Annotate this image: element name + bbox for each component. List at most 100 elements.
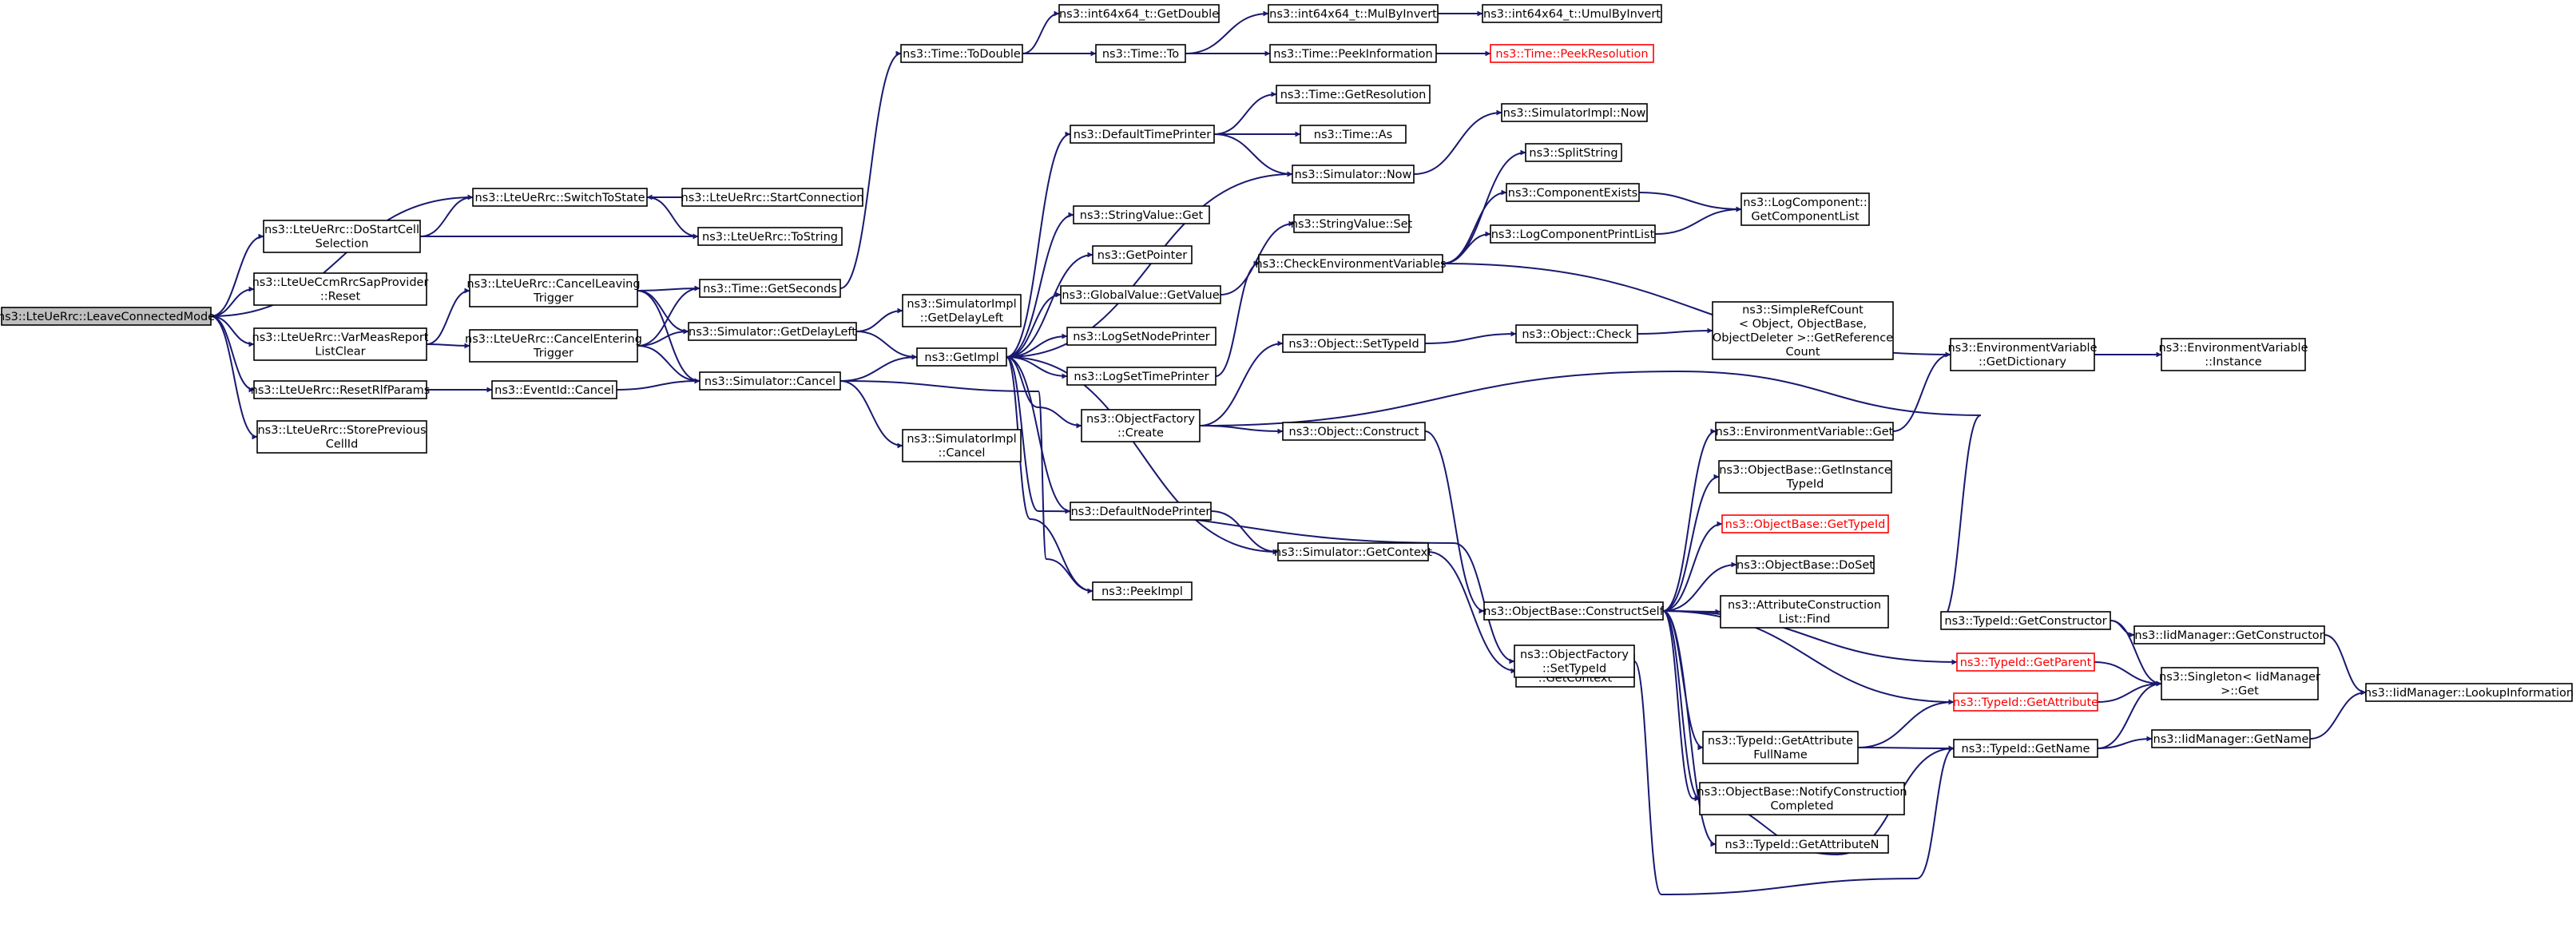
node-getcomplist[interactable]: ns3::LogComponent::GetComponentList: [1740, 192, 1870, 226]
node-box[interactable]: [253, 272, 427, 306]
node-implcancel[interactable]: ns3::SimulatorImpl::Cancel: [902, 429, 1022, 462]
node-box[interactable]: [1092, 245, 1193, 264]
node-splitstring[interactable]: ns3::SplitString: [1525, 143, 1622, 162]
node-tostring[interactable]: ns3::LteUeRrc::ToString: [697, 227, 843, 246]
node-obconstructself[interactable]: ns3::ObjectBase::ConstructSelf: [1483, 601, 1665, 621]
node-box[interactable]: [469, 329, 638, 363]
node-umulbyinvert[interactable]: ns3::int64x64_t::UmulByInvert: [1482, 4, 1662, 23]
node-root[interactable]: ns3::LteUeRrc::LeaveConnectedMode: [0, 307, 215, 326]
node-obnotify[interactable]: ns3::ObjectBase::NotifyConstructionCompl…: [1697, 782, 1907, 815]
node-simnow[interactable]: ns3::Simulator::Now: [1292, 165, 1415, 184]
node-box[interactable]: [1070, 502, 1212, 521]
node-compexists[interactable]: ns3::ComponentExists: [1506, 183, 1640, 202]
node-box[interactable]: [2133, 625, 2325, 645]
node-box[interactable]: [1702, 731, 1859, 764]
node-eventcancel[interactable]: ns3::EventId::Cancel: [491, 380, 617, 399]
node-box[interactable]: [1490, 44, 1654, 63]
node-box[interactable]: [1292, 165, 1415, 184]
node-strvalset[interactable]: ns3::StringValue::Set: [1291, 214, 1413, 233]
node-simcancel[interactable]: ns3::Simulator::Cancel: [699, 371, 841, 391]
node-getresolution[interactable]: ns3::Time::GetResolution: [1276, 85, 1431, 104]
node-box[interactable]: [688, 322, 857, 341]
node-tidgetattribute[interactable]: ns3::TypeId::GetAttribute: [1953, 692, 2098, 712]
node-box[interactable]: [1506, 183, 1640, 202]
node-box[interactable]: [1718, 460, 1892, 494]
node-logsettime[interactable]: ns3::LogSetTimePrinter: [1066, 367, 1217, 386]
node-timeas[interactable]: ns3::Time::As: [1300, 125, 1407, 144]
node-box[interactable]: [697, 227, 843, 246]
node-box[interactable]: [469, 274, 638, 307]
node-defnodeprinter[interactable]: ns3::DefaultNodePrinter: [1070, 502, 1212, 521]
node-getattrn[interactable]: ns3::TypeId::GetAttributeN: [1715, 835, 1889, 854]
node-tidgetconstructor[interactable]: ns3::TypeId::GetConstructor: [1940, 611, 2111, 630]
node-box[interactable]: [253, 327, 427, 361]
node-timeto[interactable]: ns3::Time::To: [1095, 44, 1186, 63]
node-peekimpl[interactable]: ns3::PeekImpl: [1092, 581, 1193, 601]
node-peekres[interactable]: ns3::Time::PeekResolution: [1490, 44, 1654, 63]
node-iidlookup[interactable]: ns3::IidManager::LookupInformation: [2364, 683, 2574, 702]
node-peekinfo[interactable]: ns3::Time::PeekInformation: [1269, 44, 1437, 63]
node-objsettypeid[interactable]: ns3::Object::SetTypeId: [1282, 334, 1426, 353]
node-iidgetconstructor[interactable]: ns3::IidManager::GetConstructor: [2133, 625, 2325, 645]
node-box[interactable]: [1268, 4, 1439, 23]
node-obdoset[interactable]: ns3::ObjectBase::DoSet: [1736, 555, 1875, 574]
node-box[interactable]: [263, 220, 421, 253]
node-getimpl[interactable]: ns3::GetImpl: [916, 347, 1007, 367]
node-box[interactable]: [1293, 214, 1410, 233]
node-todouble[interactable]: ns3::Time::ToDouble: [900, 44, 1023, 63]
node-i64getdouble[interactable]: ns3::int64x64_t::GetDouble: [1058, 4, 1220, 23]
node-box[interactable]: [902, 429, 1022, 462]
node-getpointer[interactable]: ns3::GetPointer: [1092, 245, 1193, 264]
node-box[interactable]: [1277, 542, 1429, 561]
node-box[interactable]: [1950, 338, 2095, 371]
node-box[interactable]: [1715, 422, 1894, 441]
node-resetrlf[interactable]: ns3::LteUeRrc::ResetRlfParams: [251, 380, 431, 399]
node-tidgetparent[interactable]: ns3::TypeId::GetParent: [1956, 652, 2095, 672]
node-box[interactable]: [2161, 338, 2306, 371]
node-box[interactable]: [1956, 652, 2095, 672]
node-objfactcreate[interactable]: ns3::ObjectFactory::Create: [1081, 409, 1201, 442]
node-box[interactable]: [1092, 581, 1193, 601]
node-box[interactable]: [1282, 422, 1426, 441]
node-box[interactable]: [1081, 409, 1201, 442]
node-logcompprint[interactable]: ns3::LogComponentPrintList: [1490, 224, 1656, 244]
node-box[interactable]: [1258, 254, 1443, 273]
node-box[interactable]: [1953, 692, 2098, 712]
node-box[interactable]: [916, 347, 1007, 367]
node-box[interactable]: [1482, 4, 1662, 23]
node-box[interactable]: [1095, 44, 1186, 63]
node-box[interactable]: [256, 420, 427, 454]
node-box[interactable]: [1715, 835, 1889, 854]
node-impldelayleft[interactable]: ns3::SimulatorImpl::GetDelayLeft: [902, 294, 1022, 327]
node-box[interactable]: [1073, 205, 1210, 224]
node-obgettypeid[interactable]: ns3::ObjectBase::GetTypeId: [1721, 514, 1889, 533]
node-refcount[interactable]: ns3::SimpleRefCount< Object, ObjectBase,…: [1712, 301, 1894, 360]
node-startconn[interactable]: ns3::LteUeRrc::StartConnection: [681, 188, 864, 207]
node-simgetcontext[interactable]: ns3::Simulator::GetContext: [1274, 542, 1432, 561]
node-box[interactable]: [1721, 514, 1889, 533]
node-box[interactable]: [2161, 667, 2319, 700]
node-box[interactable]: [1300, 125, 1407, 144]
node-box[interactable]: [491, 380, 617, 399]
node-box[interactable]: [699, 371, 841, 391]
node-box[interactable]: [1699, 782, 1905, 815]
node-box[interactable]: [1740, 192, 1870, 226]
node-ccmreset[interactable]: ns3::LteUeCcmRrcSapProvider::Reset: [252, 272, 429, 306]
node-box[interactable]: [1276, 85, 1431, 104]
node-box[interactable]: [1066, 327, 1217, 346]
node-ofsettypeid[interactable]: ns3::ObjectFactory::SetTypeId: [1514, 645, 1635, 678]
node-tidgetname[interactable]: ns3::TypeId::GetName: [1953, 739, 2098, 758]
node-switchtostate[interactable]: ns3::LteUeRrc::SwitchToState: [472, 188, 648, 207]
node-box[interactable]: [1501, 103, 1648, 122]
node-box[interactable]: [681, 188, 863, 207]
node-box[interactable]: [1736, 555, 1875, 574]
node-gvgetvalue[interactable]: ns3::GlobalValue::GetValue: [1060, 285, 1221, 304]
node-box[interactable]: [1, 307, 212, 326]
node-singletonget[interactable]: ns3::Singleton< IidManager >::Get: [2159, 667, 2320, 700]
node-strvalget[interactable]: ns3::StringValue::Get: [1073, 205, 1210, 224]
